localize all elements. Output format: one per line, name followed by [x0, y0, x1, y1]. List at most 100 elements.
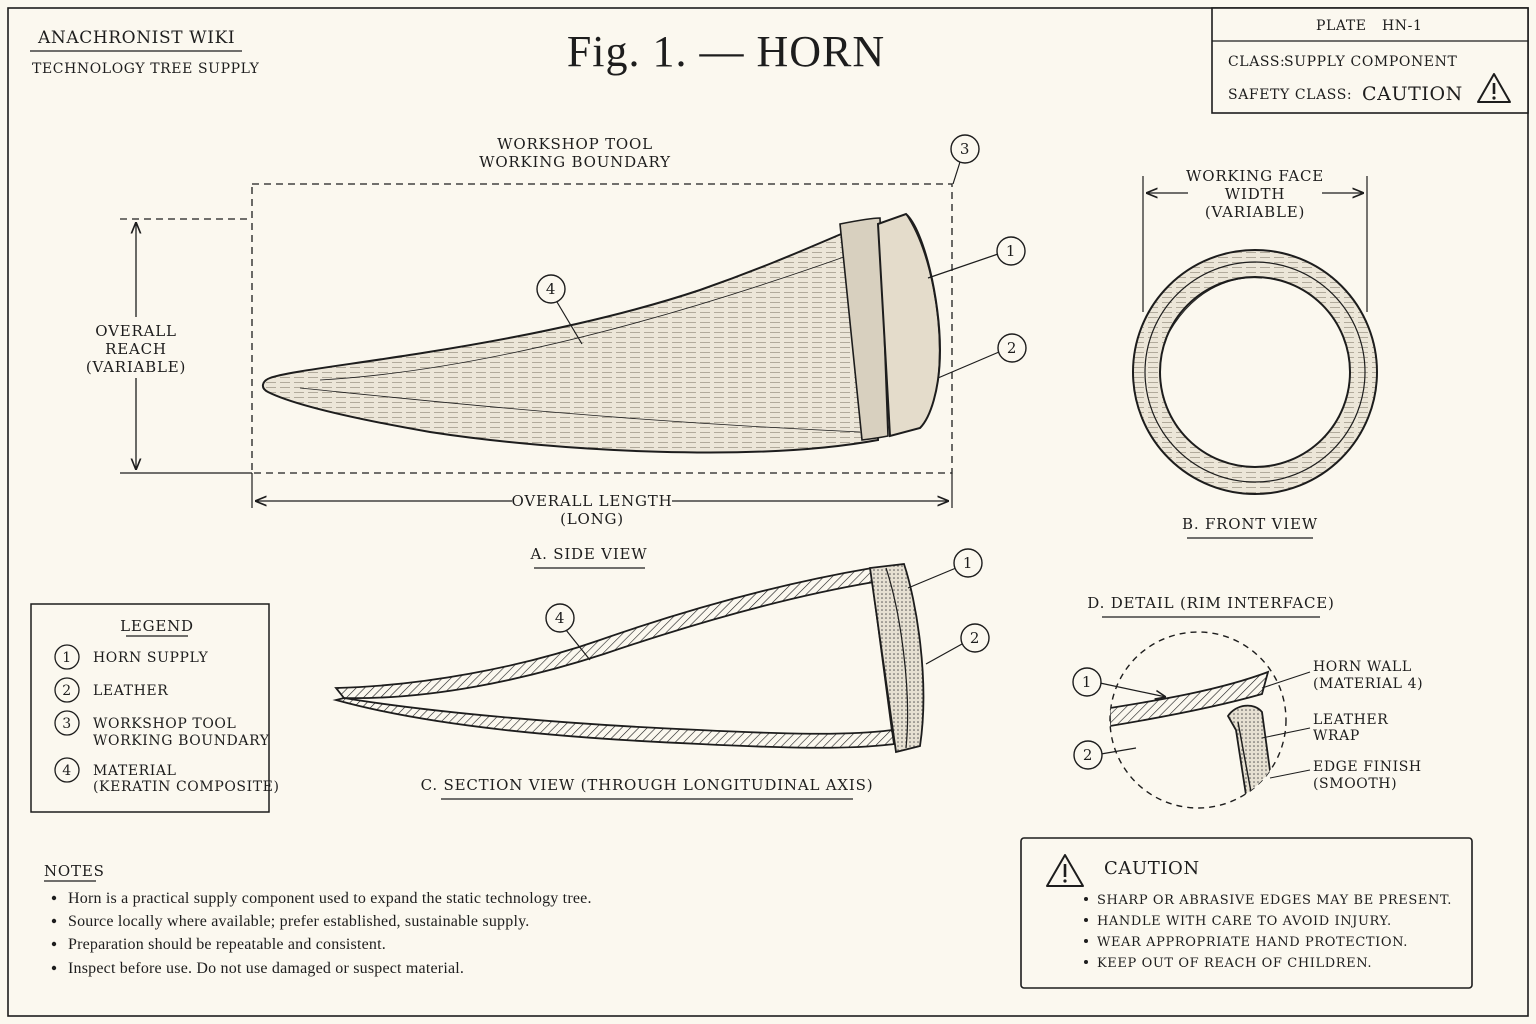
detail-callout-2: 2 [1073, 740, 1137, 770]
caution-item: WEAR APPROPRIATE HAND PROTECTION. [1084, 935, 1408, 950]
svg-text:Inspect before use. Do not use: Inspect before use. Do not use damaged o… [68, 960, 464, 977]
detail-edge-1: EDGE FINISH [1313, 759, 1422, 775]
callout-2: 2 [937, 333, 1027, 379]
note-item: Source locally where available; prefer e… [51, 913, 529, 930]
page-border [7, 7, 1529, 1017]
svg-text:HORN SUPPLY: HORN SUPPLY [93, 650, 209, 666]
detail-edge-2: (SMOOTH) [1313, 776, 1397, 792]
horn-body [262, 220, 880, 454]
svg-text:1: 1 [1006, 242, 1016, 260]
svg-text:1: 1 [62, 650, 72, 666]
plate-id: HN-1 [1382, 18, 1423, 34]
svg-text:Horn is a practical supply com: Horn is a practical supply component use… [68, 890, 592, 907]
side-view-caption: A. SIDE VIEW [529, 545, 647, 563]
section-view: 1 4 2 C. SECTION VIEW (THROUGH LONGITUDI… [332, 548, 990, 800]
caution-item: HANDLE WITH CARE TO AVOID INJURY. [1084, 914, 1392, 929]
notes-title: NOTES [44, 862, 105, 880]
notes: NOTES Horn is a practical supply compone… [44, 862, 592, 977]
note-item: Horn is a practical supply component use… [51, 890, 592, 907]
detail-horn-wall-1: HORN WALL [1313, 659, 1412, 675]
svg-text:2: 2 [62, 683, 72, 699]
section-name: TECHNOLOGY TREE SUPPLY [32, 61, 260, 77]
svg-text:2: 2 [1083, 746, 1093, 764]
svg-text:3: 3 [960, 140, 970, 158]
working-boundary [251, 183, 953, 474]
legend-item: 2 LEATHER [54, 677, 168, 703]
boundary-label-1: WORKSHOP TOOL [497, 135, 653, 153]
reach-label-1: OVERALL [95, 322, 176, 340]
boundary-label-2: WORKING BOUNDARY [479, 153, 671, 171]
svg-text:HANDLE WITH CARE TO AVOID INJU: HANDLE WITH CARE TO AVOID INJURY. [1097, 914, 1392, 929]
reach-label-3: (VARIABLE) [86, 358, 186, 376]
detail-leather-1: LEATHER [1313, 712, 1388, 728]
svg-text:MATERIAL: MATERIAL [93, 763, 177, 779]
detail-caption: D. DETAIL (RIM INTERFACE) [1087, 594, 1334, 612]
svg-text:(KERATIN COMPOSITE): (KERATIN COMPOSITE) [93, 779, 280, 795]
note-item: Preparation should be repeatable and con… [51, 936, 386, 953]
svg-text:WEAR APPROPRIATE HAND PROTECTI: WEAR APPROPRIATE HAND PROTECTION. [1097, 935, 1408, 950]
header-wiki: ANACHRONIST WIKI TECHNOLOGY TREE SUPPLY [30, 28, 260, 77]
safety-value: CAUTION [1362, 83, 1463, 105]
length-label-2: (LONG) [560, 510, 624, 528]
section-wall-lower [332, 697, 896, 749]
horn-rim [876, 212, 942, 438]
legend-box: LEGEND 1 HORN SUPPLY 2 LEATHER 3 WORKSHO… [30, 603, 280, 813]
detail-view: D. DETAIL (RIM INTERFACE) 1 2 HORN WALL … [1072, 594, 1423, 809]
plate-box: PLATE HN-1 CLASS: SUPPLY COMPONENT SAFET… [1211, 7, 1529, 114]
figure-title: Fig. 1. — HORN [567, 27, 885, 76]
detail-horn-wall-2: (MATERIAL 4) [1313, 676, 1423, 692]
caution-title: CAUTION [1104, 858, 1200, 879]
caution-warning-icon [1046, 854, 1084, 887]
reach-label-2: REACH [105, 340, 167, 358]
front-view: WORKING FACE WIDTH (VARIABLE) B. FRONT V… [1132, 167, 1378, 539]
caution-item: SHARP OR ABRASIVE EDGES MAY BE PRESENT. [1084, 893, 1452, 908]
svg-text:WORKSHOP TOOL: WORKSHOP TOOL [93, 716, 236, 732]
note-item: Inspect before use. Do not use damaged o… [51, 960, 464, 977]
caution-box: CAUTION SHARP OR ABRASIVE EDGES MAY BE P… [1020, 837, 1473, 989]
callout-1: 1 [927, 236, 1026, 279]
legend-item: 4 MATERIAL (KERATIN COMPOSITE) [54, 757, 280, 795]
face-width-3: (VARIABLE) [1205, 203, 1305, 221]
svg-text:1: 1 [1082, 673, 1092, 691]
class-value: SUPPLY COMPONENT [1284, 54, 1457, 70]
svg-text:1: 1 [963, 554, 973, 572]
class-label: CLASS: [1228, 54, 1285, 70]
svg-text:Preparation should be repeatab: Preparation should be repeatable and con… [68, 936, 386, 953]
warning-icon [1477, 73, 1511, 103]
face-width-1: WORKING FACE [1186, 167, 1324, 185]
detail-leather [1226, 704, 1275, 808]
svg-text:4: 4 [546, 280, 556, 298]
legend-item: 3 WORKSHOP TOOL WORKING BOUNDARY [54, 710, 269, 749]
svg-text:Source locally where available: Source locally where available; prefer e… [68, 913, 529, 930]
safety-label: SAFETY CLASS: [1228, 87, 1352, 103]
svg-text:3: 3 [62, 716, 72, 732]
section-callout-1: 1 [907, 548, 983, 589]
horn-rim-leather [839, 217, 889, 441]
length-label-1: OVERALL LENGTH [512, 492, 673, 510]
section-rim [868, 563, 925, 754]
section-callout-2: 2 [925, 623, 990, 665]
callout-4: 4 [536, 274, 583, 345]
section-view-caption: C. SECTION VIEW (THROUGH LONGITUDINAL AX… [421, 776, 874, 794]
detail-callout-1: 1 [1072, 667, 1166, 697]
wiki-name: ANACHRONIST WIKI [37, 28, 235, 48]
legend-item: 1 HORN SUPPLY [54, 644, 209, 670]
svg-text:SHARP OR ABRASIVE EDGES MAY BE: SHARP OR ABRASIVE EDGES MAY BE PRESENT. [1097, 893, 1452, 908]
section-wall-upper [334, 566, 876, 700]
legend-title: LEGEND [120, 617, 194, 635]
svg-text:2: 2 [970, 629, 980, 647]
front-ring-inner [1159, 276, 1351, 468]
side-view: WORKSHOP TOOL WORKING BOUNDARY OVERALL R… [86, 134, 1027, 569]
face-width-2: WIDTH [1225, 185, 1285, 203]
svg-text:4: 4 [62, 763, 72, 779]
plate-label: PLATE [1316, 18, 1367, 34]
svg-text:KEEP OUT OF REACH OF CHILDREN.: KEEP OUT OF REACH OF CHILDREN. [1097, 956, 1372, 971]
caution-item: KEEP OUT OF REACH OF CHILDREN. [1084, 956, 1372, 971]
svg-text:2: 2 [1007, 339, 1017, 357]
front-view-caption: B. FRONT VIEW [1182, 515, 1318, 533]
callout-3: 3 [950, 134, 980, 185]
detail-leather-2: WRAP [1313, 728, 1360, 744]
svg-text:4: 4 [555, 609, 565, 627]
svg-text:LEATHER: LEATHER [93, 683, 168, 699]
